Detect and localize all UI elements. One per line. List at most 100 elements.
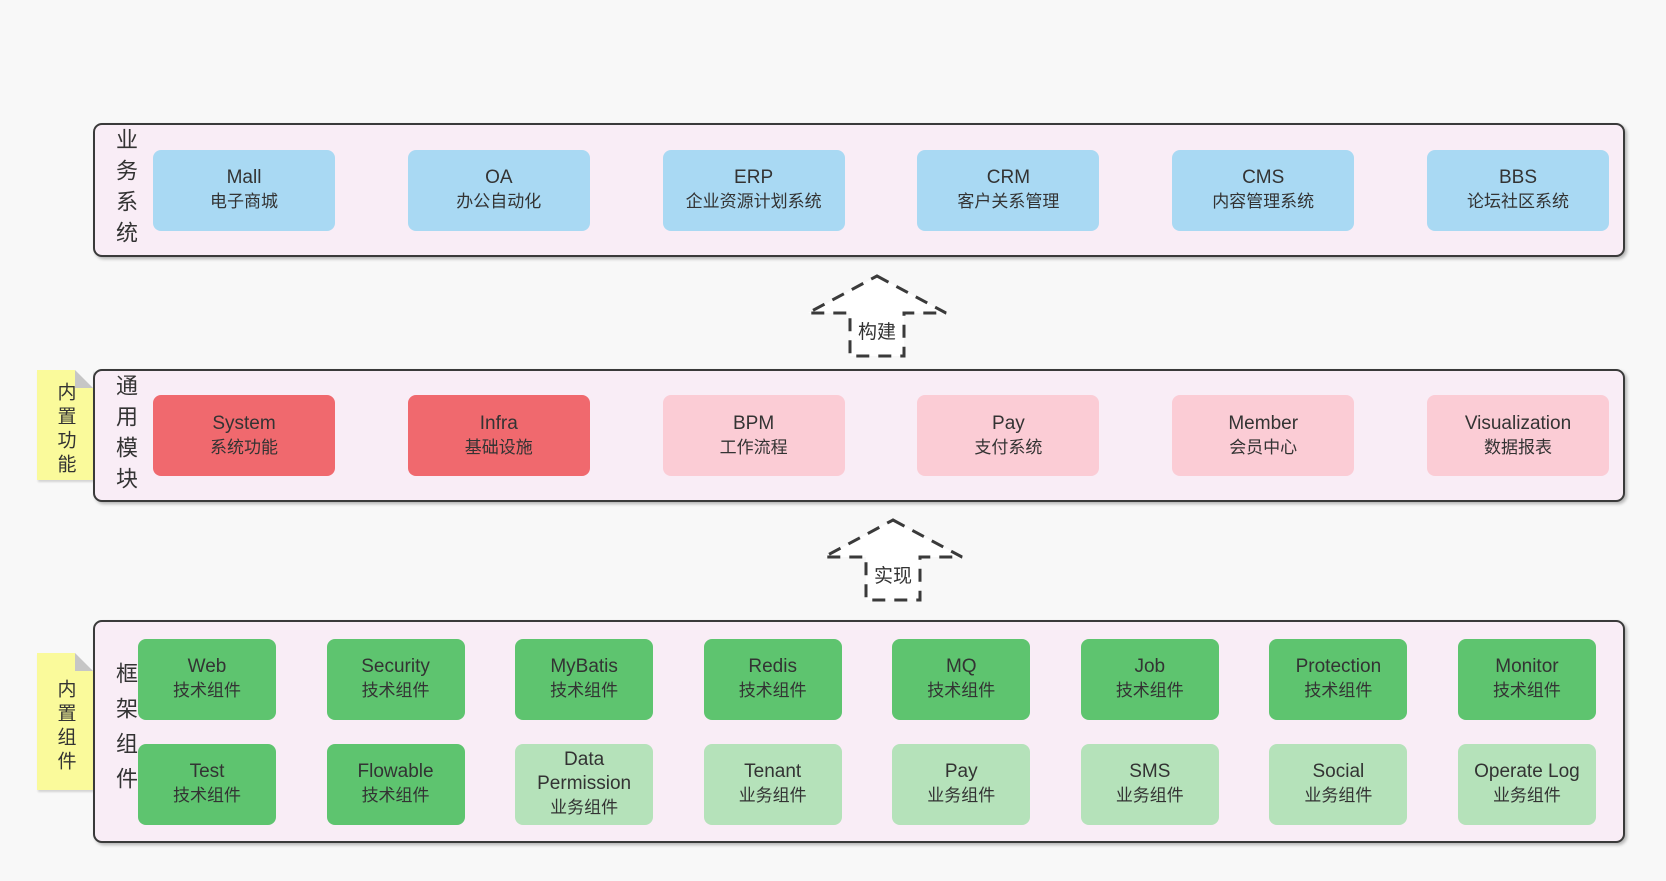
box-crm: CRM 客户关系管理 (917, 149, 1100, 231)
box-title: BBS (1498, 167, 1537, 188)
box-title: Protection (1295, 656, 1382, 677)
box-subtitle: 工作流程 (719, 437, 788, 457)
box-subtitle: 业务组件 (1115, 786, 1184, 805)
box-subtitle: 技术组件 (1492, 681, 1561, 700)
layer-label-common-modules: 通用模块 (113, 373, 138, 498)
box-subtitle: 技术组件 (173, 681, 241, 700)
box-title: Tenant (744, 761, 802, 782)
box-subtitle: 技术组件 (1304, 681, 1373, 700)
box-title: Security (361, 656, 430, 677)
box-subtitle: 客户关系管理 (957, 192, 1060, 211)
box-flowable: Flowable 技术组件 (326, 743, 465, 825)
box-title: Redis (748, 656, 797, 677)
build-arrow-label: 构建 (857, 322, 896, 343)
layer-label-framework-components: 框架组件 (113, 661, 138, 802)
box-title: Infra (479, 412, 518, 434)
box-subtitle: 企业资源计划系统 (685, 192, 822, 211)
box-title: Pay (992, 412, 1025, 434)
box-mybatis: MyBatis 技术组件 (515, 638, 654, 720)
box-title: Pay (944, 761, 978, 782)
box-subtitle: 技术组件 (1115, 681, 1184, 700)
layer-business-rows: Mall 电子商城 OA 办公自动化 ERP 企业资源计划系统 CRM 客户关系管理 CMS 内容… (95, 125, 1623, 255)
box-monitor: Monitor 技术组件 (1457, 638, 1596, 720)
box-subtitle: 论坛社区系统 (1466, 192, 1569, 211)
box-bbs: BBS 论坛社区系统 (1426, 149, 1609, 231)
box-title: Operate Log (1474, 761, 1580, 782)
box-subtitle: 系统功能 (210, 437, 278, 457)
box-subtitle: 会员中心 (1229, 437, 1298, 457)
box-title: MQ (945, 656, 977, 677)
box-subtitle: 业务组件 (927, 786, 996, 805)
box-sms: SMS 业务组件 (1080, 743, 1219, 825)
box-system: System 系统功能 (153, 395, 335, 476)
box-bpm: BPM 工作流程 (662, 395, 845, 476)
box-subtitle: 支付系统 (974, 437, 1043, 457)
box-title: ERP (734, 167, 774, 188)
sticky-note-builtin-functions: 内置功能 (37, 370, 93, 480)
box-subtitle: 业务组件 (738, 786, 807, 805)
box-title: BPM (733, 412, 775, 434)
box-title: Job (1134, 656, 1166, 677)
box-title: Flowable (357, 761, 434, 782)
box-protection: Protection 技术组件 (1269, 638, 1408, 720)
box-web: Web 技术组件 (138, 638, 276, 720)
box-subtitle: 业务组件 (1304, 786, 1373, 805)
box-subtitle: 内容管理系统 (1212, 192, 1315, 211)
box-member: Member 会员中心 (1172, 395, 1355, 476)
box-subtitle: 办公自动化 (456, 192, 542, 211)
box-subtitle: 数据报表 (1483, 437, 1552, 457)
box-title: OA (485, 167, 513, 188)
box-subtitle: 技术组件 (927, 681, 996, 700)
up-arrow-icon (823, 518, 963, 602)
box-title: Mall (226, 167, 262, 188)
box-title: Monitor (1495, 656, 1559, 677)
box-title: Member (1228, 412, 1299, 434)
box-title: SMS (1129, 761, 1171, 782)
box-test: Test 技术组件 (138, 743, 276, 825)
box-erp: ERP 企业资源计划系统 (662, 149, 845, 231)
box-title: CMS (1242, 167, 1285, 188)
box-title: CRM (986, 167, 1031, 188)
build-arrow: 构建 (805, 273, 949, 359)
box-title: System (212, 412, 276, 434)
box-title: MyBatis (550, 656, 618, 677)
box-title: Data Permission (537, 749, 632, 794)
box-cms: CMS 内容管理系统 (1172, 149, 1355, 231)
box-subtitle: 电子商城 (210, 192, 278, 211)
box-mall: Mall 电子商城 (153, 149, 335, 231)
box-social: Social 业务组件 (1269, 743, 1408, 825)
sticky-note-builtin-components: 内置组件 (37, 653, 93, 790)
sticky-note-builtin-components-label: 内置组件 (54, 678, 76, 775)
box-row: Mall 电子商城 OA 办公自动化 ERP 企业资源计划系统 CRM 客户关系管理 CMS 内容… (153, 149, 1609, 231)
box-title: Test (189, 761, 225, 782)
implement-arrow: 实现 (821, 517, 965, 603)
box-title: Visualization (1464, 412, 1572, 434)
box-pay: Pay 业务组件 (892, 743, 1031, 825)
box-tenant: Tenant 业务组件 (703, 743, 842, 825)
box-subtitle: 技术组件 (361, 786, 430, 805)
box-subtitle: 技术组件 (738, 681, 807, 700)
box-visualization: Visualization 数据报表 (1426, 395, 1609, 476)
box-redis: Redis 技术组件 (703, 638, 842, 720)
implement-arrow-label: 实现 (873, 566, 912, 587)
box-oa: OA 办公自动化 (407, 149, 590, 231)
box-subtitle: 技术组件 (550, 681, 619, 700)
box-title: Social (1312, 761, 1365, 782)
box-subtitle: 技术组件 (173, 786, 241, 805)
box-pay: Pay 支付系统 (917, 395, 1100, 476)
box-title: Web (187, 656, 227, 677)
sticky-note-builtin-functions-label: 内置功能 (54, 382, 76, 478)
box-mq: MQ 技术组件 (892, 638, 1031, 720)
